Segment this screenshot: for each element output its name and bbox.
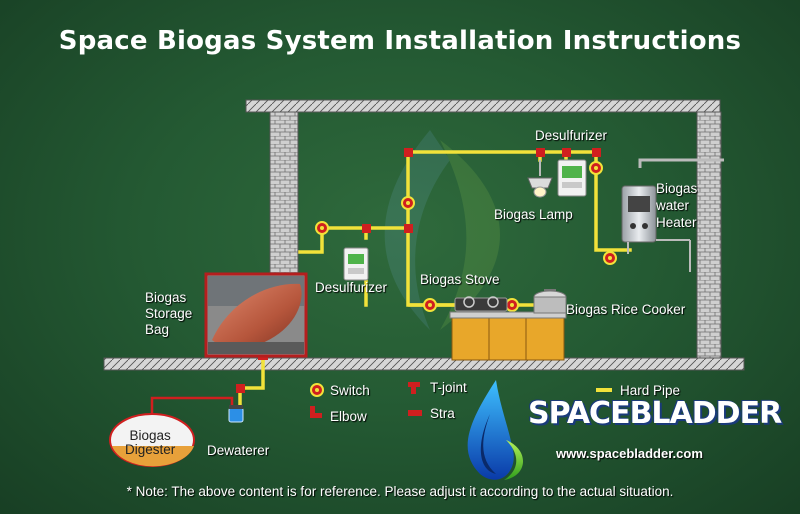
rice-cooker-device [533, 289, 567, 314]
rice-cooker-label: Biogas Rice Cooker [566, 302, 686, 317]
right-wall [696, 111, 722, 363]
water-heater-label: Biogas water Heater [656, 181, 698, 230]
roof-slab [245, 99, 721, 113]
floor-slab [103, 357, 745, 371]
t-joint-fitting [362, 224, 371, 233]
dewaterer-label: Dewaterer [207, 443, 270, 458]
elbow-fitting [236, 384, 245, 393]
brand-name: SPACEBLADDER [528, 396, 782, 431]
digester-label: Biogas Digester [125, 428, 176, 457]
diagram-title: Space Biogas System Installation Instruc… [58, 26, 742, 56]
legend-hardpipe-label: Hard Pipe [620, 383, 681, 398]
legend-elbow-symbol [310, 406, 322, 418]
legend-switch-symbol [310, 383, 324, 397]
switch-valve [505, 298, 519, 312]
biogas-lamp-label: Biogas Lamp [494, 207, 573, 222]
digester-feed-pipe [150, 396, 234, 420]
disclaimer-note: * Note: The above content is for referen… [126, 484, 674, 499]
switch-valve [315, 221, 329, 235]
legend-hardpipe-symbol [596, 388, 612, 392]
pipe-switches [315, 161, 617, 312]
t-joint-fitting [404, 224, 413, 233]
biogas-lamp-device [527, 160, 553, 198]
background-watermark [384, 130, 500, 330]
brand-url: www.spacebladder.com [556, 446, 703, 461]
storage-bag-label: Biogas Storage Bag [145, 290, 193, 337]
switch-valve [401, 196, 415, 210]
desulfurizer-top-label: Desulfurizer [535, 128, 608, 143]
dewaterer-device [228, 405, 244, 423]
desulfurizer-left-device [343, 247, 369, 281]
storage-bag-photo [204, 272, 308, 358]
switch-valve [603, 251, 617, 265]
desulfurizer-top-device [557, 159, 587, 197]
t-joint-fitting [562, 148, 571, 157]
switch-valve [423, 298, 437, 312]
biogas-digester-device [109, 413, 195, 467]
legend-elbow-label: Elbow [330, 409, 367, 424]
t-joint-fitting [536, 148, 545, 157]
elbow-fitting [592, 148, 601, 157]
elbow-fitting [404, 148, 413, 157]
desulfurizer-left-label: Desulfurizer [315, 280, 388, 295]
legend-switch-label: Switch [330, 383, 370, 398]
switch-valve [589, 161, 603, 175]
legend-symbols [310, 382, 612, 418]
biogas-stove-device [454, 296, 508, 312]
water-heater-device [621, 158, 724, 272]
kitchen-cabinet [449, 311, 567, 361]
legend-straight-label: Stra [430, 406, 455, 421]
spacebladder-logo [467, 380, 524, 480]
legend-tjoint-symbol [408, 382, 420, 394]
biogas-stove-label: Biogas Stove [420, 272, 500, 287]
legend-straight-symbol [408, 410, 422, 416]
legend-tjoint-label: T-joint [430, 380, 467, 395]
